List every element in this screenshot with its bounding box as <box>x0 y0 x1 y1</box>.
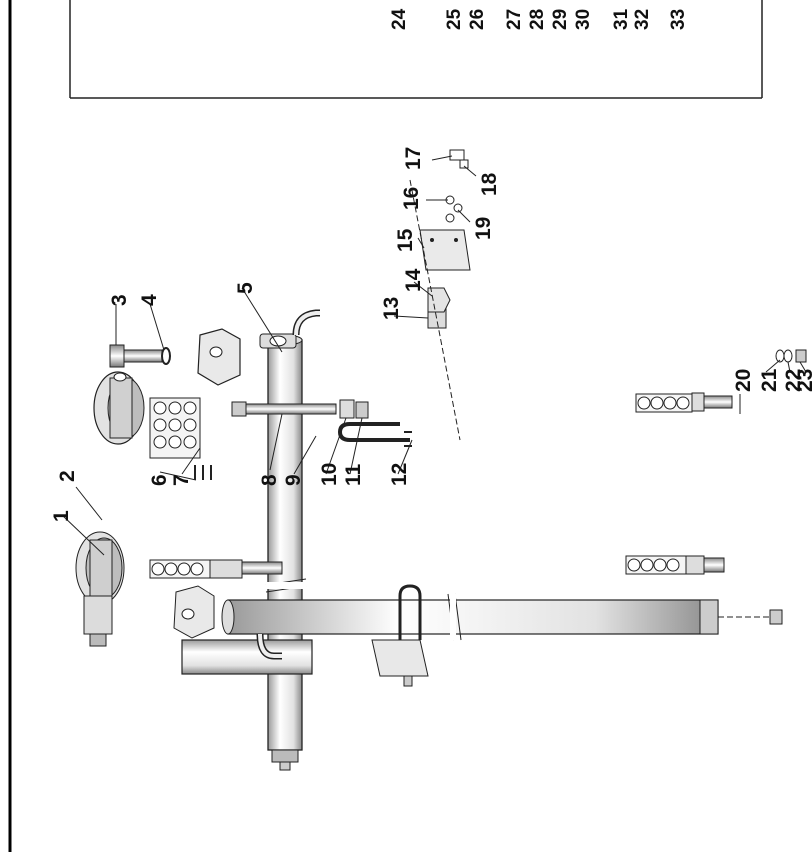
top-label-28: 28 <box>527 9 548 30</box>
callout-1: 1 <box>50 510 73 522</box>
callout-18: 18 <box>478 172 501 196</box>
chain-part-7 <box>149 397 201 459</box>
top-label-27: 27 <box>504 9 525 30</box>
callout-11: 11 <box>342 463 365 486</box>
callout-13: 13 <box>380 297 403 320</box>
callout-7: 7 <box>170 474 193 486</box>
top-table-box <box>69 0 763 99</box>
callout-10: 10 <box>318 463 341 486</box>
clamp-part-14 <box>427 287 451 313</box>
washer-part-4 <box>161 347 171 365</box>
callout-14: 14 <box>402 268 425 292</box>
plate-part-15 <box>419 229 471 271</box>
hardware-16-19 <box>445 149 469 223</box>
shaft-part-8 <box>231 401 337 417</box>
bracket-block <box>197 328 241 386</box>
top-label-26: 26 <box>467 9 488 30</box>
callout-6: 6 <box>148 474 171 486</box>
callout-21: 21 <box>758 368 781 392</box>
top-label-32: 32 <box>632 9 653 30</box>
nut-part-11 <box>355 401 369 419</box>
callout-4: 4 <box>138 294 161 306</box>
top-label-29: 29 <box>550 9 571 30</box>
callout-22: 22 <box>782 369 805 392</box>
callout-15: 15 <box>394 228 417 252</box>
top-label-24: 24 <box>389 8 410 30</box>
top-label-25: 25 <box>444 8 465 30</box>
pins-part-6 <box>194 465 212 480</box>
pulley-upper <box>93 371 145 445</box>
nut-part-10 <box>339 399 355 419</box>
callout-12: 12 <box>388 463 411 486</box>
leader-lines <box>61 155 807 556</box>
callout-2: 2 <box>56 470 79 482</box>
callout-23: 23 <box>794 369 812 392</box>
callout-3: 3 <box>108 294 131 306</box>
hardware-21-23 <box>775 349 807 363</box>
callout-8: 8 <box>258 474 281 486</box>
top-table-labels: 24 25 26 27 28 29 30 31 32 33 <box>389 8 689 30</box>
top-label-33: 33 <box>668 9 689 30</box>
tube-part-5 <box>265 334 307 771</box>
bolt-part-3 <box>109 344 163 368</box>
callout-19: 19 <box>472 217 495 240</box>
callout-16: 16 <box>400 187 423 210</box>
assembled-view <box>75 531 783 687</box>
callout-5: 5 <box>234 282 257 294</box>
u-bolt-part-12 <box>337 422 410 442</box>
top-label-30: 30 <box>573 9 594 30</box>
callout-labels: 1 2 3 4 5 6 7 8 9 10 11 12 13 14 15 16 1… <box>50 147 812 522</box>
callout-20: 20 <box>732 369 755 392</box>
chain-part-20 <box>635 392 733 413</box>
top-label-31: 31 <box>611 8 632 30</box>
callout-9: 9 <box>282 474 305 486</box>
callout-17: 17 <box>402 147 425 170</box>
